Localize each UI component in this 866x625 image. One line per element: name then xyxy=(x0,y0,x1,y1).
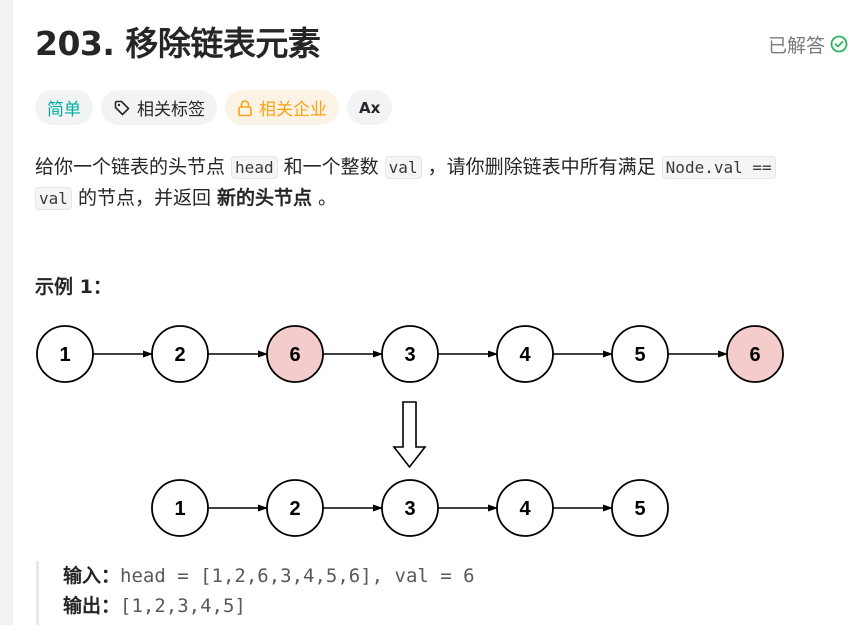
bottom-list-node-label: 5 xyxy=(634,498,645,520)
input-line: 输入： head = [1,2,6,3,4,5,6], val = 6 xyxy=(63,561,636,591)
bottom-list-node-label: 1 xyxy=(174,498,185,520)
desc-text: ，请你删除链表中所有满足 xyxy=(421,156,662,178)
top-list-node-label: 4 xyxy=(519,344,531,366)
title-row: 203. 移除链表元素 已解答 xyxy=(35,22,848,66)
desc-strong: 新的头节点 xyxy=(217,187,313,209)
solved-status: 已解答 xyxy=(768,31,848,57)
left-gutter xyxy=(0,0,13,625)
tag-row: 简单 相关标签 相关企业 Ax xyxy=(35,90,393,125)
code-node-val: Node.val == xyxy=(661,156,776,179)
top-list-node-label: 6 xyxy=(289,344,300,366)
translate-button[interactable]: Ax xyxy=(347,90,393,125)
desc-text: 。 xyxy=(312,187,338,209)
bottom-list-node-label: 4 xyxy=(519,498,531,520)
lock-icon xyxy=(237,99,253,117)
input-value: head = [1,2,6,3,4,5,6], val = 6 xyxy=(120,565,475,587)
output-line: 输出： [1,2,3,4,5] xyxy=(63,591,636,621)
desc-text: 的节点，并返回 xyxy=(71,187,217,209)
bottom-list: 1 2 3 4 5 xyxy=(151,479,669,537)
top-list: 1 2 6 3 4 5 6 xyxy=(36,325,784,383)
top-list-node-label: 3 xyxy=(404,344,415,366)
related-companies-label: 相关企业 xyxy=(259,100,327,120)
translate-icon: Ax xyxy=(359,98,381,117)
problem-description: 给你一个链表的头节点 head 和一个整数 val ，请你删除链表中所有满足 N… xyxy=(35,152,860,214)
example-title: 示例 1： xyxy=(35,276,112,298)
bottom-list-node-label: 3 xyxy=(404,498,415,520)
code-val: val xyxy=(35,187,72,210)
top-list-node-label: 2 xyxy=(174,344,185,366)
top-list-node-label: 5 xyxy=(634,344,645,366)
down-arrow-icon xyxy=(392,401,427,469)
bottom-list-node-label: 2 xyxy=(289,498,300,520)
code-head: head xyxy=(231,156,278,179)
check-circle-icon xyxy=(830,35,848,53)
related-tags-button[interactable]: 相关标签 xyxy=(101,90,217,125)
difficulty-label: 简单 xyxy=(47,100,81,120)
desc-text: 和一个整数 xyxy=(277,156,385,178)
output-value: [1,2,3,4,5] xyxy=(120,595,246,617)
example-io: 输入： head = [1,2,6,3,4,5,6], val = 6 输出： … xyxy=(36,561,636,625)
difficulty-tag[interactable]: 简单 xyxy=(35,90,93,125)
solved-label: 已解答 xyxy=(767,34,825,57)
desc-text: 给你一个链表的头节点 xyxy=(35,156,232,178)
top-list-node xyxy=(726,325,784,383)
related-companies-button[interactable]: 相关企业 xyxy=(225,90,339,125)
output-label: 输出： xyxy=(63,595,121,617)
problem-title: 203. 移除链表元素 xyxy=(35,24,321,63)
top-list-node-label: 1 xyxy=(59,344,70,366)
input-label: 输入： xyxy=(63,565,121,587)
related-tags-label: 相关标签 xyxy=(137,100,205,120)
tag-icon xyxy=(113,99,131,117)
code-val: val xyxy=(384,156,422,179)
top-list-node-label: 6 xyxy=(749,344,760,366)
bottom-list-node xyxy=(611,479,669,537)
